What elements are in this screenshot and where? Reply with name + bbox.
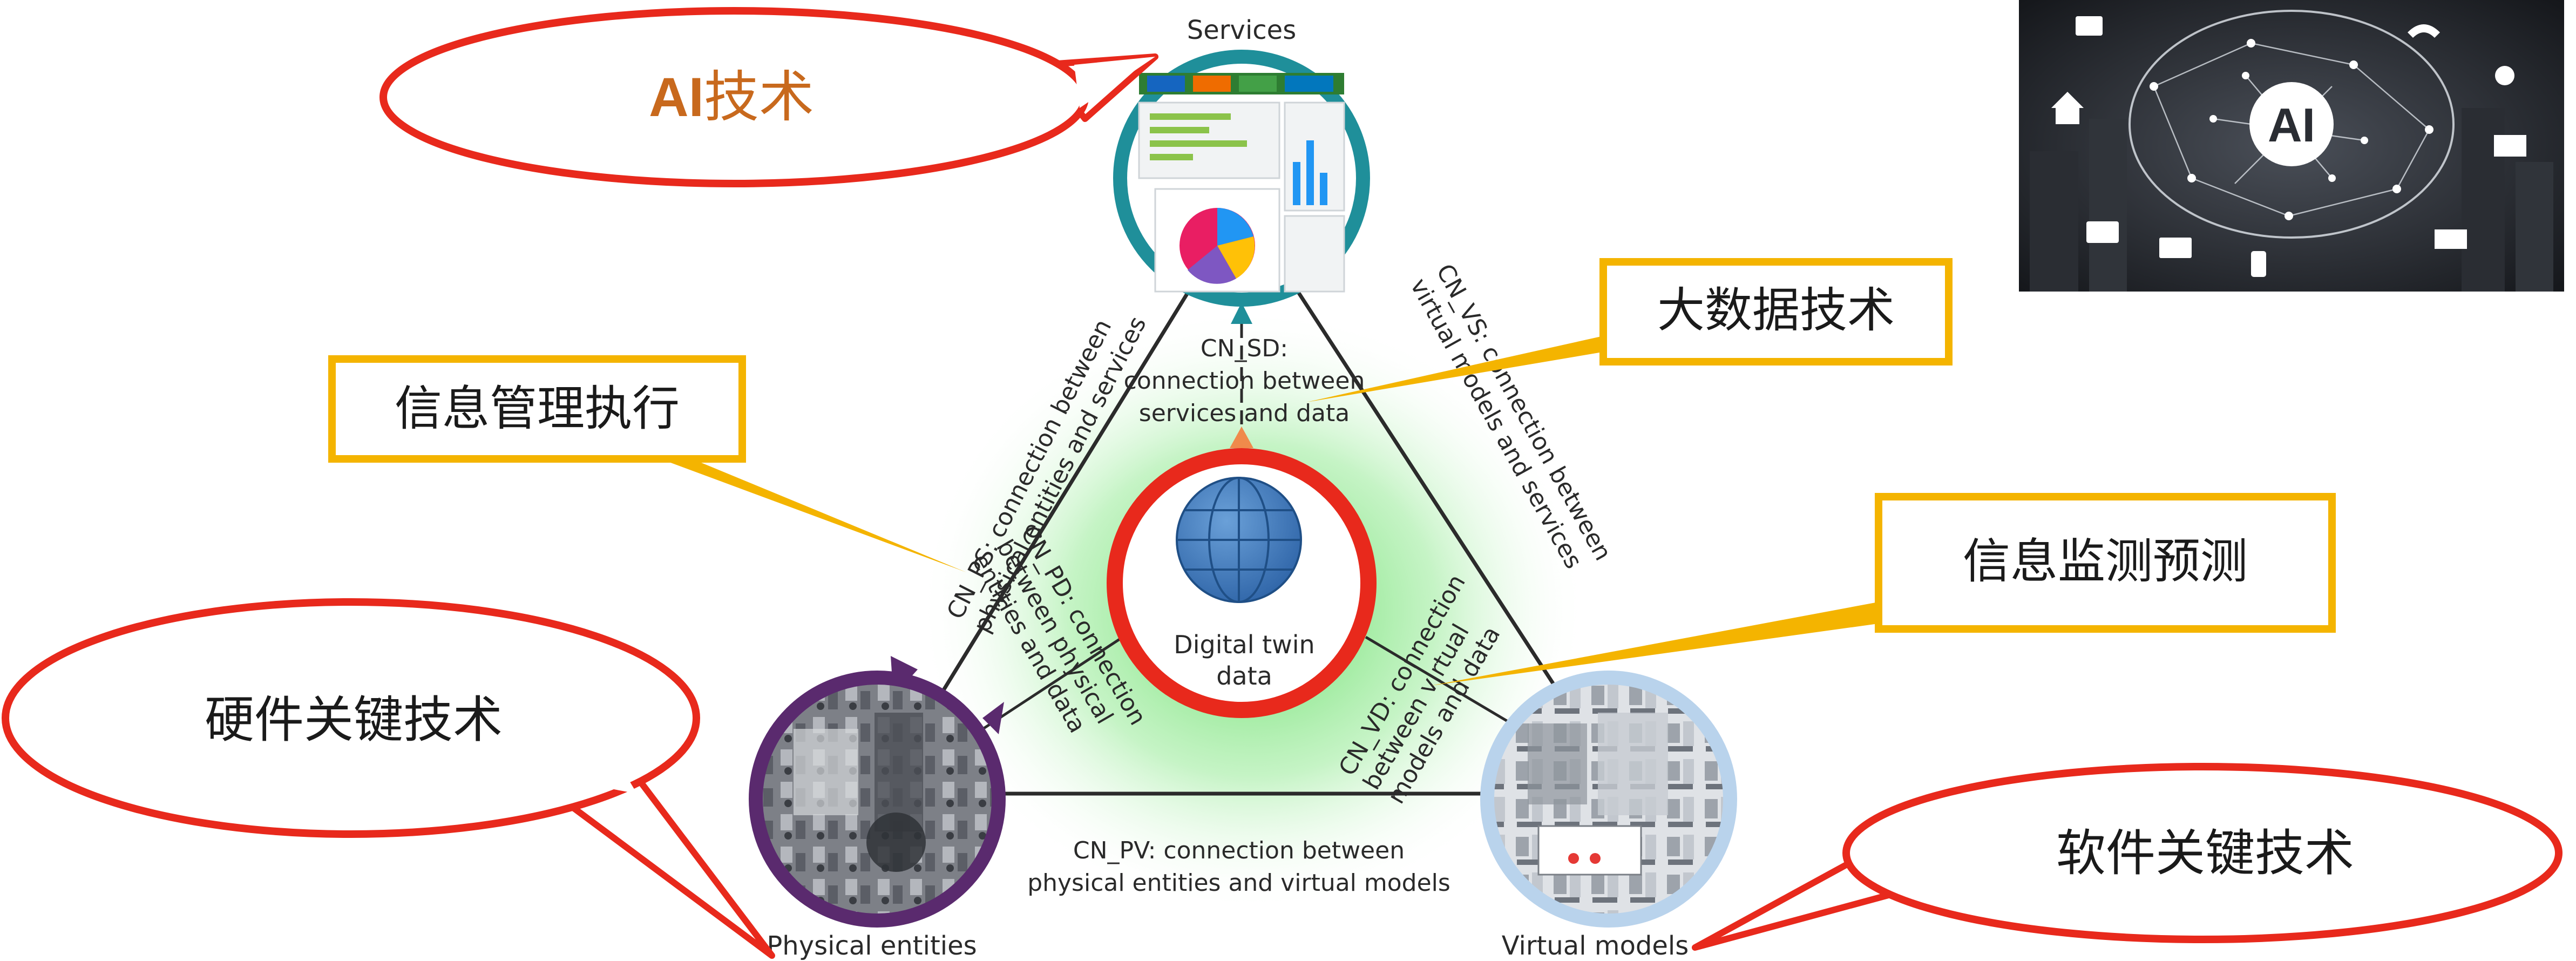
services-label: Services: [1187, 15, 1296, 45]
solar-icon: [2435, 229, 2467, 249]
virtual-models-node: [1480, 671, 1737, 928]
robot-icon: [2495, 66, 2514, 85]
twin-triangle: [876, 201, 1629, 796]
monitor-icon: [2086, 221, 2119, 243]
ai-badge: [2249, 82, 2334, 166]
cn-pv-line1: CN_PV: connection between: [1073, 837, 1405, 864]
digital-twin-data-node: [1107, 448, 1377, 718]
cn-sd-line2: connection between: [1124, 367, 1365, 395]
info-mgmt-pointer: [653, 456, 966, 572]
phone-icon: [2251, 251, 2266, 277]
big-data-label: 大数据技术: [1657, 282, 1895, 338]
arrow-top: [1230, 427, 1253, 448]
info-monitor-label: 信息监测预测: [1963, 533, 2248, 589]
info-mgmt-box: 信息管理执行: [328, 355, 746, 463]
center-label-line2: data: [1216, 661, 1272, 691]
ai-badge-label: AI: [2268, 98, 2315, 152]
center-label-line1: Digital twin: [1174, 630, 1314, 659]
software-label: 软件关键技术: [2056, 824, 2354, 882]
hardware-label: 硬件关键技术: [205, 691, 503, 749]
wifi-icon: [2408, 24, 2440, 38]
ai-prefix: AI: [649, 66, 704, 128]
info-mgmt-label: 信息管理执行: [395, 381, 680, 436]
info-monitor-box: 信息监测预测: [1875, 493, 2336, 633]
virtual-models-label: Virtual models: [1502, 931, 1689, 961]
big-data-pointer: [1306, 335, 1641, 402]
cn-sd-line1: CN_SD:: [1201, 335, 1288, 362]
hardware-bubble: 硬件关键技术: [2, 598, 775, 959]
physical-entities-node: [749, 656, 1006, 928]
cn-pv-line2: physical entities and virtual models: [1027, 869, 1450, 897]
software-bubble: 软件关键技术: [1692, 763, 2563, 951]
services-node: [1113, 50, 1370, 324]
cart-icon: [2076, 16, 2103, 36]
physical-entities-label: Physical entities: [767, 931, 977, 961]
ai-tech-bubble: AI技术: [379, 7, 1158, 187]
home-icon: [2051, 92, 2084, 124]
laptop-icon: [2159, 238, 2192, 258]
factory-icon: [2494, 135, 2526, 157]
cn-sd-line3: services and data: [1139, 400, 1350, 427]
big-data-box: 大数据技术: [1599, 258, 1953, 366]
info-monitor-pointer: [1431, 602, 1879, 686]
ai-tech-label: AI技术: [649, 65, 814, 130]
ai-suffix: 技术: [704, 65, 814, 130]
ai-thumbnail: AI: [2019, 0, 2564, 292]
